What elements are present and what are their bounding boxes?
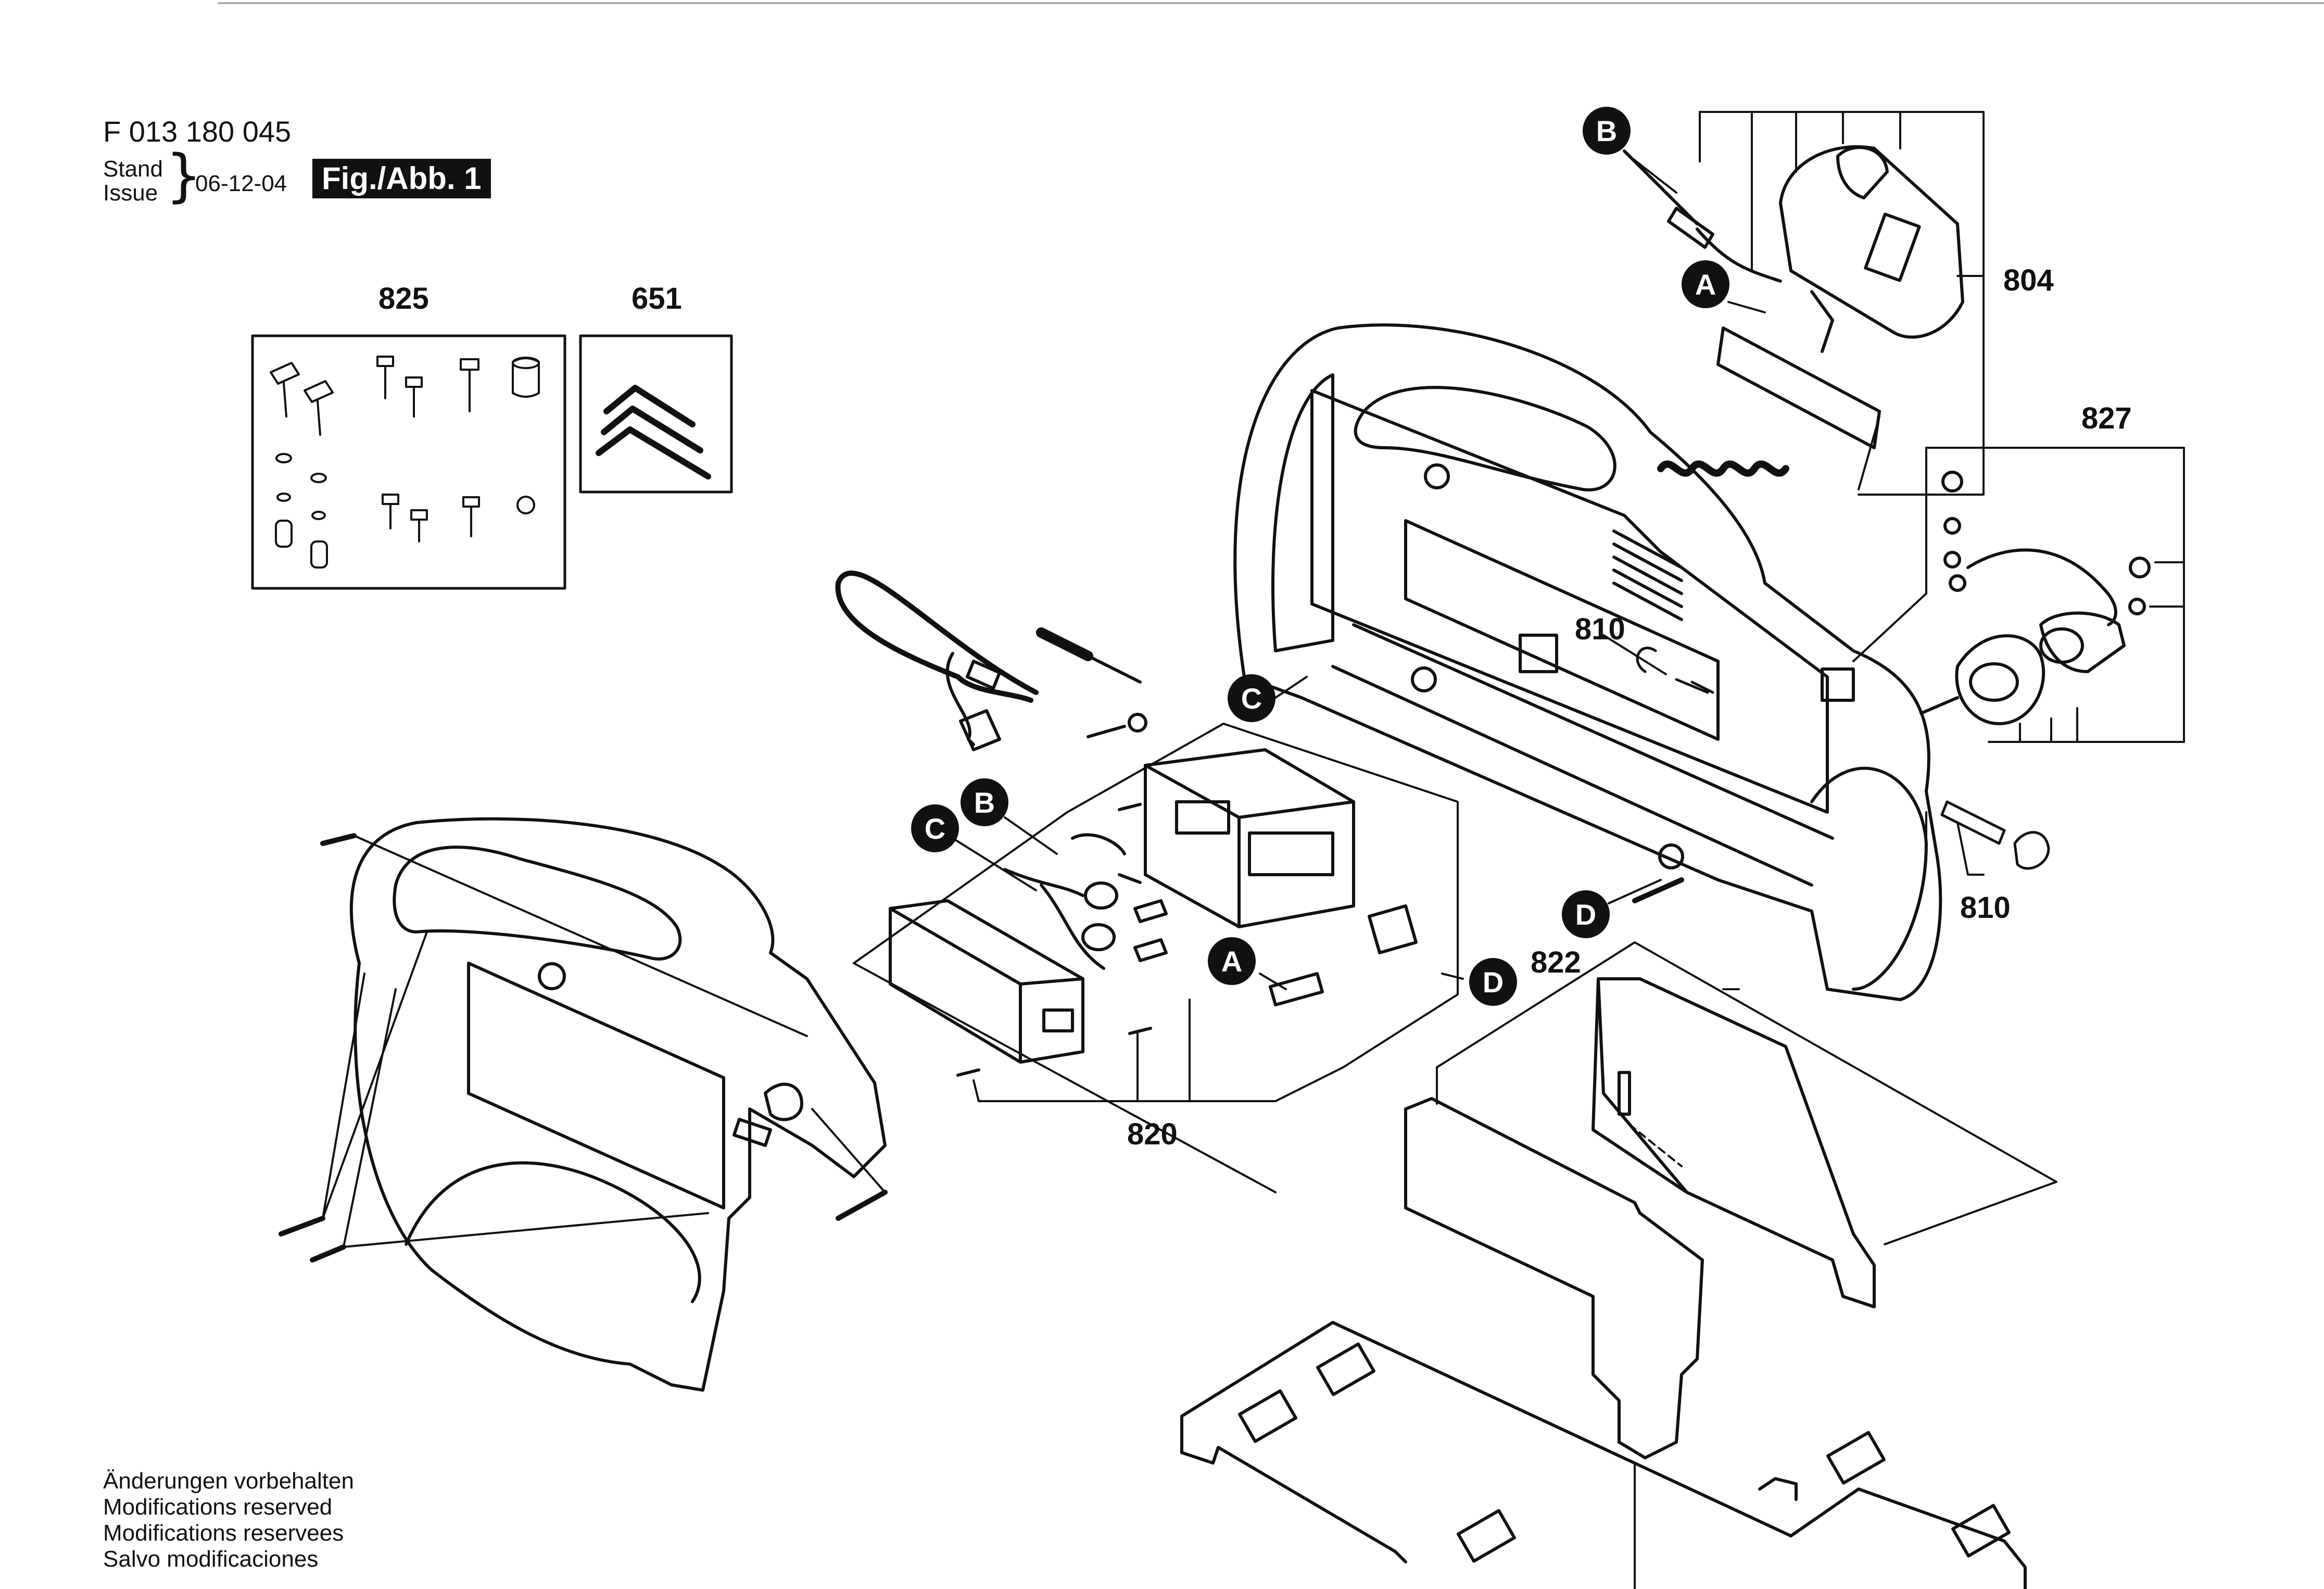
callout-651: 651 xyxy=(631,282,682,316)
kit-825-box xyxy=(252,336,565,588)
left-housing-half xyxy=(351,819,885,1390)
callout-822: 822 xyxy=(1531,945,1581,979)
callout-822-leaders xyxy=(1437,942,2056,1244)
motor-assembly xyxy=(1921,472,2149,724)
capacitor-block xyxy=(890,901,1083,1062)
marker-leaders xyxy=(953,156,1765,989)
callout-810-upper: 810 xyxy=(1575,612,1625,646)
callout-820: 820 xyxy=(1127,1117,1178,1151)
marker-b-center: B xyxy=(961,778,1008,826)
footer-line-es: Salvo modificaciones xyxy=(103,1546,319,1572)
base-plate xyxy=(1182,1322,2025,1589)
marker-c-center: C xyxy=(911,804,959,852)
marker-d-center: D xyxy=(1469,958,1517,1006)
callout-827-leaders xyxy=(1853,448,2184,742)
marker-b-top: B xyxy=(1583,107,1631,155)
figure-label: Fig./Abb. 1 xyxy=(312,159,491,198)
kit-651-box xyxy=(580,336,731,492)
stand-label: Stand xyxy=(103,156,163,182)
callout-827: 827 xyxy=(2081,401,2132,435)
footer-line-en: Modifications reserved xyxy=(103,1494,333,1520)
left-housing-screws xyxy=(281,836,885,1260)
issue-label: Issue xyxy=(103,180,158,206)
power-cord xyxy=(838,573,1140,750)
footer-line-fr: Modifications reservees xyxy=(103,1520,344,1546)
cover-plate-front xyxy=(1406,1099,1702,1458)
brace-symbol: } xyxy=(166,142,202,209)
callout-810-lower-parts xyxy=(1926,802,2049,875)
issue-date: 06-12-04 xyxy=(195,171,287,196)
callout-804-leaders xyxy=(1700,112,1984,495)
kit-825-parts xyxy=(271,357,539,568)
kit-651-hex-keys xyxy=(599,388,708,476)
marker-c-upper: C xyxy=(1228,674,1275,722)
callout-804: 804 xyxy=(2003,263,2054,297)
screws-center xyxy=(958,714,1151,1075)
callout-810-lower: 810 xyxy=(1960,891,2011,925)
callout-810-upper-parts xyxy=(1603,635,1713,692)
marker-a-center: A xyxy=(1208,937,1256,985)
left-housing-leaders xyxy=(323,836,885,1247)
marker-d-right: D xyxy=(1562,890,1610,938)
callout-825: 825 xyxy=(378,282,429,316)
cover-plate-rear xyxy=(1593,979,1874,1307)
marker-a-top: A xyxy=(1682,260,1729,308)
part-number: F 013 180 045 xyxy=(103,115,292,148)
footer-line-de: Änderungen vorbehalten xyxy=(103,1468,354,1494)
main-housing-frame xyxy=(1235,325,1940,1000)
footer-notice: Änderungen vorbehalten Modifications res… xyxy=(103,1468,354,1572)
electronics-module xyxy=(1005,750,1416,1005)
